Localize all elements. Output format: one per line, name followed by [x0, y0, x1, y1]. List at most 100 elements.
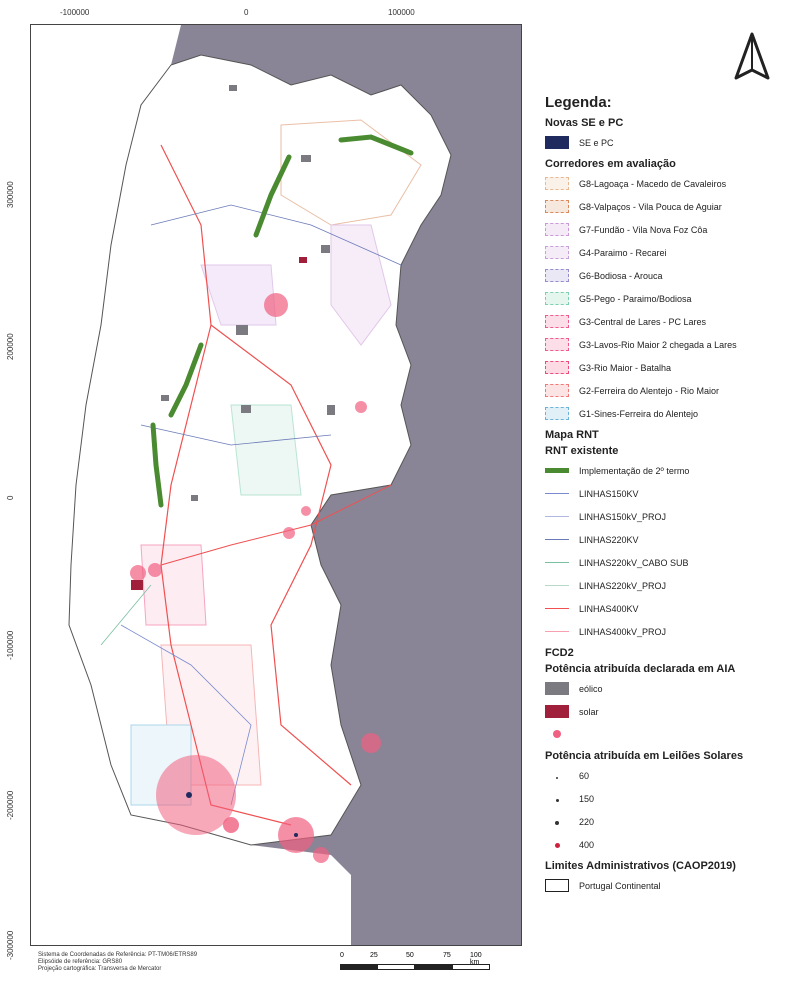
- legend-item-corridor: G7-Fundão - Vila Nova Foz Côa: [545, 218, 788, 241]
- legend-label: solar: [579, 706, 599, 717]
- legend-item-solar: solar: [545, 700, 788, 723]
- line-swatch: [545, 539, 569, 540]
- solar-circle: [156, 755, 236, 835]
- sea-area: [31, 25, 351, 945]
- legend-label: 60: [579, 770, 590, 781]
- lelioes-dot: [545, 794, 569, 804]
- legend-label: G2-Ferreira do Alentejo - Rio Maior: [579, 385, 720, 396]
- implementation-lines: [150, 134, 414, 508]
- scale-label: 0: [340, 952, 344, 959]
- impl-line-vila-pouca: [253, 154, 292, 238]
- corridor-swatch: [545, 223, 569, 236]
- legend-item-corridor: G4-Paraimo - Recarei: [545, 241, 788, 264]
- corridor-swatch: [545, 177, 569, 190]
- line-220kv-cabo: [100, 584, 152, 646]
- legend-item-corridor: G5-Pego - Paraimo/Bodiosa: [545, 287, 788, 310]
- map-credits: Sistema de Coordenadas de Referência: PT…: [38, 952, 298, 973]
- legend-label: LINHAS220kV_PROJ: [579, 580, 667, 591]
- legend-label: LINHAS150KV: [579, 488, 639, 499]
- legend-label: G4-Paraimo - Recarei: [579, 247, 667, 258]
- rnt-lines: [100, 144, 402, 826]
- legend-label: LINHAS220kV_CABO SUB: [579, 557, 689, 568]
- legend-section-mapa-rnt: Mapa RNT: [545, 429, 599, 441]
- legend-label: Implementação de 2º termo: [579, 465, 690, 476]
- legend-item-rnt-line: LINHAS400KV: [545, 597, 788, 620]
- corridor-swatch: [545, 269, 569, 282]
- legend-label: G1-Sines-Ferreira do Alentejo: [579, 408, 699, 419]
- corridor-swatch: [545, 315, 569, 328]
- legend-label: G3-Rio Maior - Batalha: [579, 362, 672, 373]
- legend-section-fcd2: FCD2: [545, 647, 574, 659]
- lelioes-dot: [545, 840, 569, 850]
- legend-label: G7-Fundão - Vila Nova Foz Côa: [579, 224, 708, 235]
- line-swatch: [545, 493, 569, 494]
- lelioes-dot: [545, 771, 569, 781]
- line-150kv: [120, 624, 252, 806]
- axis-tick-top: 100000: [388, 8, 415, 17]
- eolico-patch: [321, 245, 330, 253]
- corridor-g8: [280, 119, 422, 226]
- line-swatch: [545, 631, 569, 632]
- eolico-patch: [301, 155, 311, 162]
- map-frame[interactable]: [30, 24, 522, 946]
- legend-item-corridor: G3-Central de Lares - PC Lares: [545, 310, 788, 333]
- legend-label: 150: [579, 793, 595, 804]
- legend-label: G3-Central de Lares - PC Lares: [579, 316, 707, 327]
- line-220kv: [140, 424, 332, 446]
- legend-section-rnt-existente: RNT existente: [545, 445, 619, 457]
- legend-item-se-pc: SE e PC: [545, 131, 788, 154]
- axis-tick-top: 0: [244, 8, 249, 17]
- axis-tick-left: 200000: [6, 333, 15, 360]
- scale-label: 50: [406, 952, 414, 959]
- axis-tick-top: -100000: [60, 8, 90, 17]
- legend-label: G8-Lagoaça - Macedo de Cavaleiros: [579, 178, 727, 189]
- eolico-patch: [241, 405, 251, 413]
- axis-tick-left: -300000: [6, 930, 15, 960]
- legend-section-potencia-lelioes: Potência atribuída em Leilões Solares: [545, 750, 744, 762]
- eolico-patch: [327, 405, 335, 415]
- legend-section-potencia-aia: Potência atribuída declarada em AIA: [545, 663, 736, 675]
- axis-tick-left: -100000: [6, 630, 15, 660]
- legend-label: G8-Valpaços - Vila Pouca de Aguiar: [579, 201, 722, 212]
- legend: Legenda: Novas SE e PC SE e PC Corredore…: [545, 94, 788, 897]
- solar-circle: [355, 401, 367, 413]
- solar-circle: [283, 527, 295, 539]
- solar-swatch: [545, 705, 569, 718]
- solar-circle: [148, 563, 162, 577]
- legend-label: G5-Pego - Paraimo/Bodiosa: [579, 293, 692, 304]
- legend-item-corridor: G8-Lagoaça - Macedo de Cavaleiros: [545, 172, 788, 195]
- corridor-swatch: [545, 200, 569, 213]
- solar-circle: [264, 293, 288, 317]
- eolico-patches: [161, 85, 335, 501]
- impl-line-coast: [150, 422, 164, 508]
- solar-circle: [313, 847, 329, 863]
- lelioes-dot: [545, 817, 569, 827]
- corridor-swatch: [545, 338, 569, 351]
- se-pc-swatch: [545, 136, 569, 149]
- legend-item-rnt-line: Implementação de 2º termo: [545, 459, 788, 482]
- map-canvas: [31, 25, 452, 945]
- solar-patch: [131, 580, 143, 590]
- credit-line: Sistema de Coordenadas de Referência: PT…: [38, 952, 198, 958]
- se-points: [186, 792, 298, 837]
- se-point: [186, 792, 192, 798]
- corridor-swatch: [545, 246, 569, 259]
- legend-item-corridor: G1-Sines-Ferreira do Alentejo: [545, 402, 788, 425]
- eolico-swatch: [545, 682, 569, 695]
- scale-label: 75: [443, 952, 451, 959]
- solar-circles: [130, 293, 381, 863]
- corridor-swatch: [545, 292, 569, 305]
- legend-item-rnt-line: LINHAS150kV_PROJ: [545, 505, 788, 528]
- legend-item-solar-circle: [545, 723, 788, 746]
- scale-label: 100 km: [470, 952, 482, 966]
- legend-label: G6-Bodiosa - Arouca: [579, 270, 663, 281]
- legend-item-corridor: G3-Rio Maior - Batalha: [545, 356, 788, 379]
- credit-line: Projeção cartográfica: Transversa de Mer…: [38, 966, 162, 972]
- line-swatch: [545, 562, 569, 563]
- solar-patches: [131, 257, 307, 590]
- line-220kv: [150, 204, 402, 266]
- legend-item-lelioes: 400: [545, 833, 788, 856]
- legend-label: eólico: [579, 683, 603, 694]
